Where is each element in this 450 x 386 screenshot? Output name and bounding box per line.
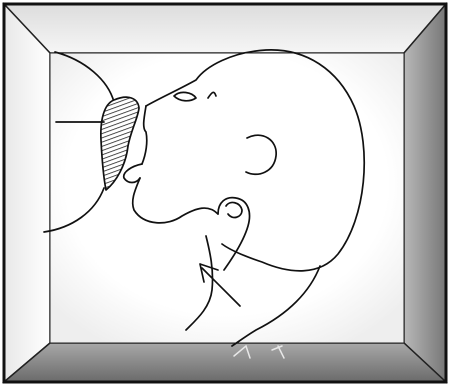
frame-left-bevel (4, 4, 50, 382)
frame-right-bevel (404, 4, 446, 382)
frame-bottom-bevel (4, 343, 446, 382)
frame-top-bevel (4, 4, 446, 53)
bevel-frame (4, 4, 446, 382)
